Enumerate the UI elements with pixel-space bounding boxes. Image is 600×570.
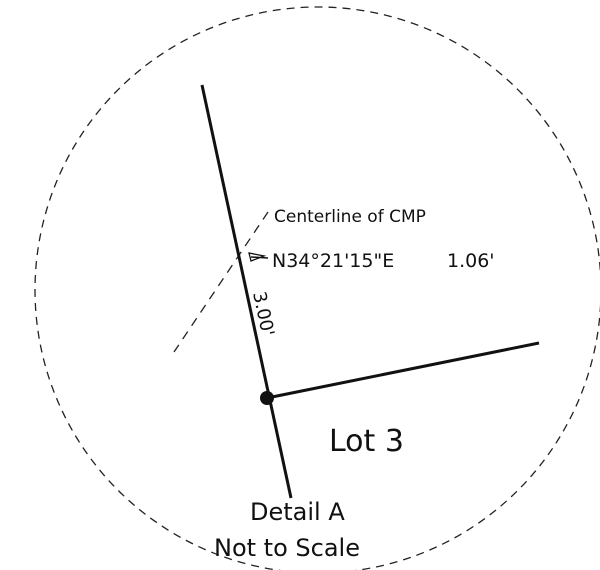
bearing-label: N34°21'15"E	[272, 250, 394, 272]
detail-title: Detail A	[250, 498, 345, 526]
property-line-west	[200, 84, 293, 499]
distance-label: 1.06'	[447, 250, 495, 272]
offset-label: 3.00'	[248, 290, 278, 338]
property-line-east	[266, 341, 540, 400]
centerline-label: Centerline of CMP	[274, 207, 426, 227]
lot-label: Lot 3	[329, 424, 404, 459]
cmp-centerline	[173, 211, 269, 353]
bearing-leader-arrow	[248, 252, 269, 262]
detail-scale-note: Not to Scale	[214, 534, 360, 562]
detail-boundary-circle	[34, 6, 600, 570]
corner-monument	[260, 391, 274, 405]
